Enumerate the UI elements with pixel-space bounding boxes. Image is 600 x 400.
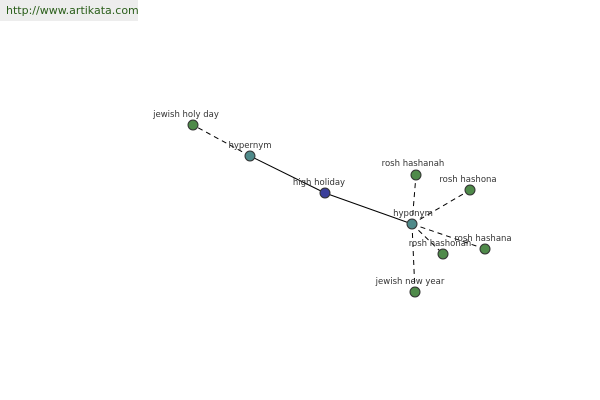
node-label-rosh-hashonah[interactable]: rosh hashonah [409, 239, 472, 249]
site-url[interactable]: http://www.artikata.com [0, 0, 138, 21]
node-hypernym[interactable] [244, 150, 256, 162]
edge-hyponym-to-rosh-hashanah [411, 174, 417, 225]
graph-edges [192, 124, 486, 293]
node-center[interactable] [319, 187, 331, 199]
node-label-jewish-holy-day[interactable]: jewish holy day [152, 110, 219, 120]
node-hyponym[interactable] [406, 218, 418, 230]
node-label-rosh-hashona[interactable]: rosh hashona [439, 175, 496, 185]
graph-nodes [187, 119, 491, 298]
edge-hyponym-to-rosh-hashana [411, 223, 486, 250]
node-rosh-hashanah[interactable] [410, 169, 422, 181]
edge-hypernym-to-jewish-holy-day [192, 124, 251, 157]
node-label-rosh-hashanah[interactable]: rosh hashanah [382, 159, 445, 169]
edge-center-to-hyponym [324, 192, 413, 225]
graph-labels: high holiday hypernym hyponym jewish holy d… [152, 110, 512, 287]
node-label-jewish-new-year[interactable]: jewish new year [375, 277, 445, 287]
edge-center-to-hypernym [249, 155, 326, 194]
edge-hyponym-to-rosh-hashonah [411, 223, 444, 255]
node-jewish-holy-day[interactable] [187, 119, 199, 131]
node-label-hyponym[interactable]: hyponym [393, 209, 433, 219]
edge-hyponym-to-jewish-new-year [411, 223, 416, 293]
node-label-hypernym[interactable]: hypernym [228, 141, 271, 151]
node-rosh-hashana[interactable] [479, 243, 491, 255]
node-rosh-hashonah[interactable] [437, 248, 449, 260]
node-rosh-hashona[interactable] [464, 184, 476, 196]
node-jewish-new-year[interactable] [409, 286, 421, 298]
node-label-center[interactable]: high holiday [293, 178, 345, 188]
node-label-rosh-hashana[interactable]: rosh hashana [454, 234, 511, 244]
edge-hyponym-to-rosh-hashona [411, 189, 471, 225]
